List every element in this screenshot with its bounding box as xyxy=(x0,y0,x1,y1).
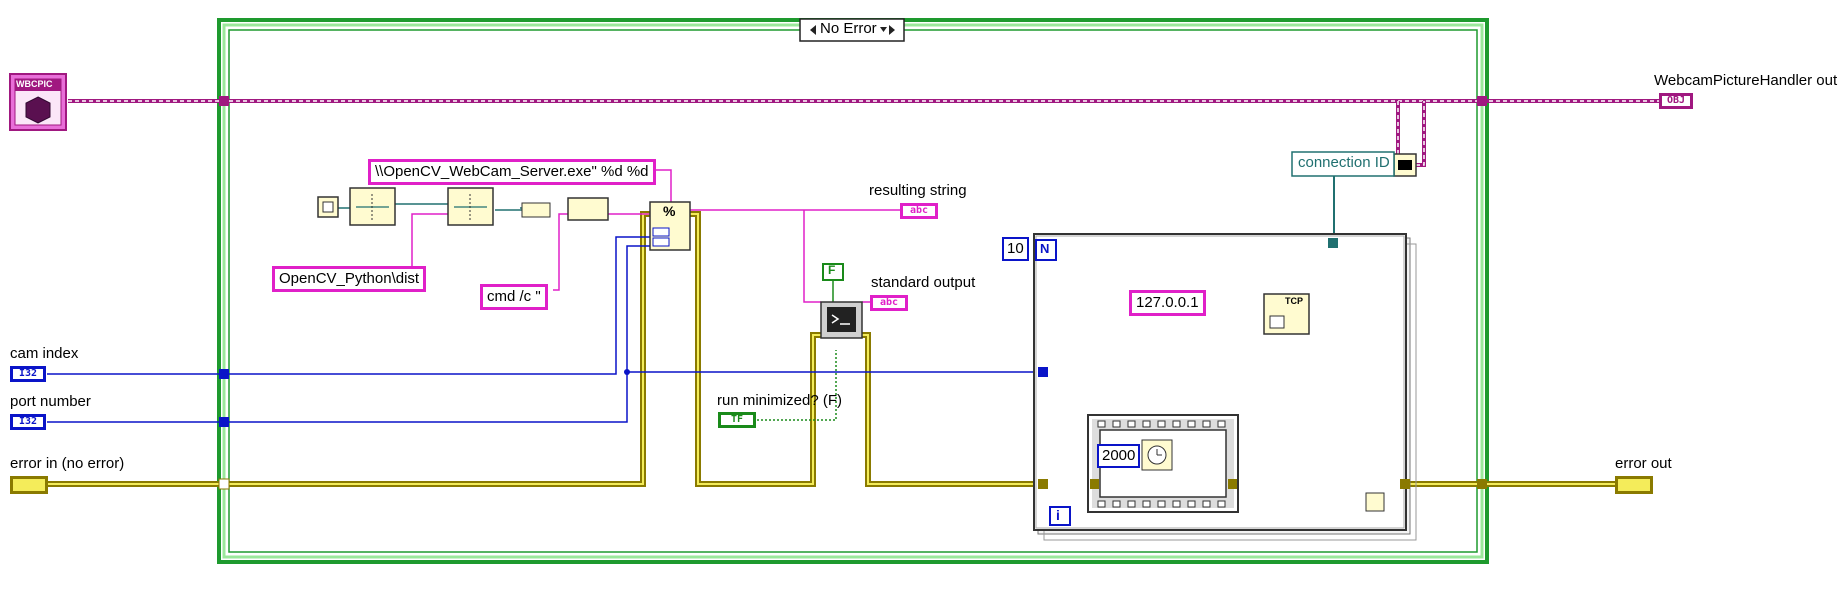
run-minimized-label: run minimized? (F) xyxy=(717,392,843,409)
loop-error-in xyxy=(1038,479,1048,489)
server-exe-constant[interactable]: \\OpenCV_WebCam_Server.exe" %d %d xyxy=(368,159,656,185)
case-selector-label: No Error xyxy=(820,20,877,37)
false-constant[interactable] xyxy=(822,263,844,281)
connection-id-label: connection ID xyxy=(1298,154,1390,171)
resulting-string-label: resulting string xyxy=(869,182,967,199)
system-exec-node[interactable] xyxy=(820,301,863,339)
resulting-string-type: abc xyxy=(909,205,929,216)
build-path-node-1[interactable] xyxy=(349,187,396,226)
standard-output-terminal xyxy=(870,295,908,311)
loop-count-constant[interactable]: 10 xyxy=(1002,237,1029,261)
loop-count-terminal-box xyxy=(1035,239,1057,261)
cam-index-terminal[interactable] xyxy=(10,366,46,382)
stop-loop-icon xyxy=(1365,492,1385,512)
cam-index-label: cam index xyxy=(10,345,79,362)
port-number-type: I32 xyxy=(18,416,38,427)
case-selector[interactable] xyxy=(799,18,905,42)
error-in-label: error in (no error) xyxy=(10,455,125,472)
loop-iteration-terminal: i xyxy=(1056,507,1060,523)
loop-tunnel-out xyxy=(1328,238,1338,248)
loop-error-out xyxy=(1400,479,1410,489)
webcam-out-label: WebcamPictureHandler out xyxy=(1654,72,1838,89)
ip-constant[interactable]: 127.0.0.1 xyxy=(1129,290,1206,316)
concat-string-node[interactable] xyxy=(567,197,609,221)
seq-tunnel-out xyxy=(1228,479,1237,489)
connection-id-box xyxy=(1291,151,1395,177)
path-to-string-node[interactable] xyxy=(521,202,551,218)
false-constant-label: F xyxy=(828,263,836,277)
cmd-constant[interactable]: cmd /c " xyxy=(480,284,548,310)
webcam-out-terminal xyxy=(1659,93,1693,109)
error-in-terminal[interactable] xyxy=(10,476,48,494)
port-number-terminal[interactable] xyxy=(10,414,46,430)
app-dir-node[interactable] xyxy=(317,196,339,218)
port-number-label: port number xyxy=(10,393,91,410)
standard-output-label: standard output xyxy=(871,274,976,291)
wait-ms-icon xyxy=(1141,439,1173,471)
wait-ms-constant[interactable]: 2000 xyxy=(1097,444,1141,468)
seq-tunnel-in xyxy=(1090,479,1099,489)
bool-wire-dotted xyxy=(757,350,837,421)
unbundle-node[interactable] xyxy=(1393,153,1417,177)
run-minimized-type: TF xyxy=(730,414,744,425)
format-into-string-node[interactable] xyxy=(649,201,691,251)
error-out-label: error out xyxy=(1615,455,1672,472)
tcp-node-label: TCP xyxy=(1285,296,1303,306)
tcp-open-node[interactable] xyxy=(1263,293,1310,335)
run-minimized-terminal[interactable] xyxy=(718,412,756,428)
loop-iteration-box xyxy=(1049,506,1071,526)
format-node-label: % xyxy=(663,203,676,219)
cam-index-type: I32 xyxy=(18,368,38,379)
loop-tunnel-in xyxy=(1038,367,1048,377)
loop-count-terminal: N xyxy=(1040,241,1050,256)
webcam-out-type: OBJ xyxy=(1666,95,1686,106)
resulting-string-terminal xyxy=(900,203,938,219)
class-constant-icon[interactable] xyxy=(9,73,67,131)
class-wire xyxy=(68,99,1659,167)
case-tunnels xyxy=(218,96,1487,490)
error-out-terminal xyxy=(1615,476,1653,494)
dist-path-constant[interactable]: OpenCV_Python\dist xyxy=(272,266,427,292)
class-constant-label: WBCPIC xyxy=(16,79,53,89)
sequence-film-holes xyxy=(1097,420,1226,508)
build-path-node-2[interactable] xyxy=(447,187,494,226)
standard-output-type: abc xyxy=(879,297,899,308)
